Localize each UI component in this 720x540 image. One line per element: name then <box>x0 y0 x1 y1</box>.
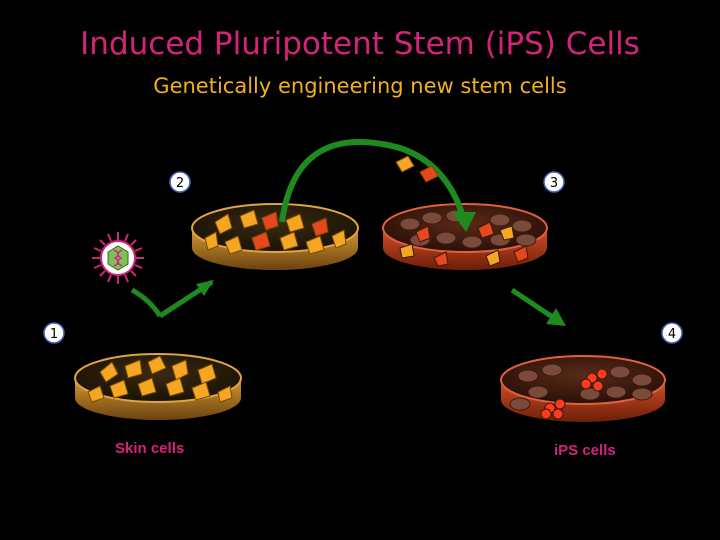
caption-skin-cells: Skin cells <box>115 440 185 457</box>
step-marker-1: 1 <box>43 322 65 344</box>
dish-ips-cells <box>500 355 666 422</box>
caption-ips-cells: iPS cells <box>554 442 616 459</box>
ips-colony-cluster <box>509 363 653 420</box>
transfected-cell-cluster <box>204 209 347 255</box>
green-arrow <box>130 279 214 319</box>
step-number-4: 4 <box>668 327 676 342</box>
step-marker-2: 2 <box>169 171 191 193</box>
skin-cell-cluster <box>87 355 233 403</box>
step-number-3: 3 <box>550 176 558 191</box>
step-marker-4: 4 <box>661 322 683 344</box>
step-marker-3: 3 <box>543 171 565 193</box>
slide-title: Induced Pluripotent Stem (iPS) Cells <box>80 26 640 62</box>
slide-subtitle: Genetically engineering new stem cells <box>153 74 567 98</box>
green-arrow <box>279 138 476 232</box>
virus-icon <box>92 232 144 284</box>
green-arrow <box>510 287 566 326</box>
step-number-2: 2 <box>176 176 184 191</box>
reprogramming-cell-cluster <box>399 209 537 267</box>
dish-transfected-cells <box>191 203 359 270</box>
dish-skin-cells <box>74 353 242 420</box>
step-number-1: 1 <box>50 327 58 342</box>
cells-in-transit <box>395 155 439 183</box>
